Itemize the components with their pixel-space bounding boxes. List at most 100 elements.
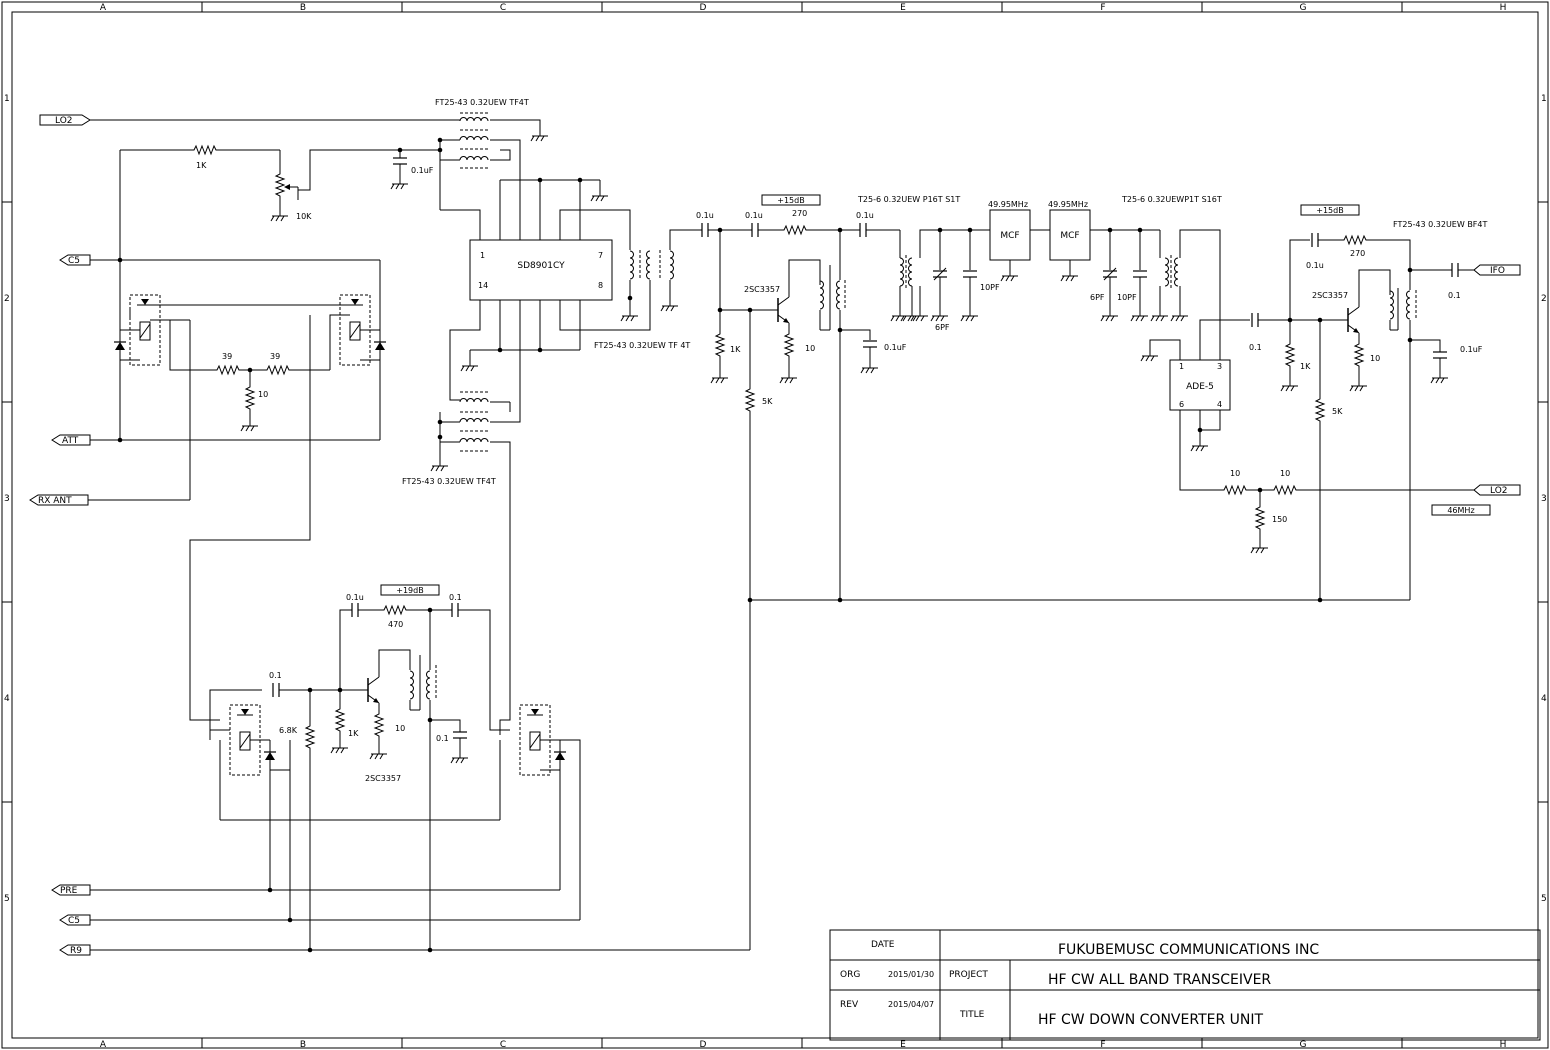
grid-col-d-bottom: D <box>700 1040 707 1050</box>
res-150-label: 150 <box>1272 515 1287 524</box>
transformer-bf4t-label: FT25-43 0.32UEW BF4T <box>1393 220 1487 229</box>
mixer-pin-8: 8 <box>598 281 603 290</box>
res-1k-r-label: 1K <box>1300 362 1311 371</box>
title-block-title-value: HF CW DOWN CONVERTER UNIT <box>1038 1012 1263 1028</box>
port-lo2-left-label: LO2 <box>55 116 73 126</box>
cap-01u-a-label: 0.1u <box>696 211 714 220</box>
mcf2-freq-label: 49.95MHz <box>1048 200 1088 209</box>
title-block-rev-label: REV <box>840 1000 859 1010</box>
res-470-label: 470 <box>388 620 403 629</box>
res-1k-mid-label: 1K <box>730 345 741 354</box>
gain-tag-mid: +15dB <box>761 194 821 206</box>
cap-01-pre-in-label: 0.1 <box>269 671 282 680</box>
gain-tag-right-label: +15dB <box>1316 206 1343 215</box>
preamp-section: 0.1 6.8K 1K 0.1u 470 0.1 2 <box>209 593 581 953</box>
mixer-ic-name: SD8901CY <box>517 261 565 271</box>
grid-row-1-right: 1 <box>1541 94 1547 104</box>
port-att-label: ATT <box>62 436 79 446</box>
grid-row-2-right: 2 <box>1541 294 1547 304</box>
transformer-tf-4t-mid: FT25-43 0.32UEW TF 4T <box>594 229 690 350</box>
mixer-pin-1: 1 <box>480 251 485 260</box>
gain-tag-preamp: +19dB <box>380 584 440 596</box>
supply-bus-r9 <box>747 597 1410 603</box>
mcf1-freq-label: 49.95MHz <box>988 200 1028 209</box>
mixer-pin-7: 7 <box>598 251 603 260</box>
res-10-pad-a-label: 10 <box>1230 469 1240 478</box>
cap-10pf-b-label: 10PF <box>1117 293 1137 302</box>
res-5k-r-label: 5K <box>1332 407 1343 416</box>
cap-01uf-top-label: 0.1uF <box>411 166 434 175</box>
transformer-tf-4t-mid-label: FT25-43 0.32UEW TF 4T <box>594 341 690 350</box>
grid-row-4: 4 <box>4 694 10 704</box>
res-270-r-label: 270 <box>1350 249 1365 258</box>
port-pre: PRE <box>51 884 560 896</box>
title-block-project-value: HF CW ALL BAND TRANSCEIVER <box>1048 972 1271 988</box>
port-c5-bottom: C5 <box>59 914 580 926</box>
title-block-org-date: 2015/01/30 <box>888 970 934 979</box>
grid-col-a-bottom: A <box>100 1040 107 1050</box>
transformer-tf4t-top-label: FT25-43 0.32UEW TF4T <box>435 98 529 107</box>
port-r9-label: R9 <box>70 946 82 956</box>
freq-tag-46mhz: 46MHz <box>1431 504 1491 516</box>
grid-col-e-bottom: E <box>900 1040 906 1050</box>
post-mixer-amp: 0.1u 0.1u 270 0.1u 1K 2SC3357 10 5K <box>690 209 907 950</box>
cap-01-ade-label: 0.1 <box>1249 343 1262 352</box>
title-block: DATE FUKUBEMUSC COMMUNICATIONS INC ORG 2… <box>829 929 1541 1041</box>
cap-10pf-a-label: 10PF <box>980 283 1000 292</box>
title-block-rev-date: 2015/04/07 <box>888 1000 934 1009</box>
port-att: ATT <box>51 434 380 446</box>
res-10-att-label: 10 <box>258 390 268 399</box>
title-block-company: FUKUBEMUSC COMMUNICATIONS INC <box>1058 942 1319 958</box>
pot-10k-label: 10K <box>296 212 312 221</box>
cap-01-pre-dec-label: 0.1 <box>436 734 449 743</box>
mixer-pin-14: 14 <box>478 281 488 290</box>
res-68k-label: 6.8K <box>279 726 298 735</box>
transformer-tf4t-bottom: FT25-43 0.32UEW TF4T <box>402 391 521 735</box>
freq-tag-46mhz-label: 46MHz <box>1447 506 1474 515</box>
port-lo2-left: LO2 <box>39 114 460 126</box>
port-rx-ant-label: RX ANT <box>38 496 72 506</box>
title-block-project-label: PROJECT <box>949 970 988 980</box>
port-lo2-right-label: LO2 <box>1490 486 1508 496</box>
ade5-pin-1: 1 <box>1179 362 1184 371</box>
grid-col-h-bottom: H <box>1500 1040 1507 1050</box>
grid-col-c-bottom: C <box>500 1040 506 1050</box>
ade5-pin-3: 3 <box>1217 362 1222 371</box>
cap-6pf-a-label: 6PF <box>935 323 950 332</box>
gain-tag-right: +15dB <box>1300 204 1360 216</box>
grid-col-b: B <box>300 3 306 13</box>
cap-01-pre-out-label: 0.1 <box>449 593 462 602</box>
transformer-tf4t-top: FT25-43 0.32UEW TF4T <box>435 98 549 210</box>
grid-col-f: F <box>1100 3 1105 13</box>
grid-col-e: E <box>900 3 906 13</box>
grid-col-f-bottom: F <box>1100 1040 1105 1050</box>
attenuator-section <box>113 145 440 721</box>
grid-row-3: 3 <box>4 494 10 504</box>
ade5-name: ADE-5 <box>1186 382 1214 392</box>
grid-row-1: 1 <box>4 94 10 104</box>
mcf-filter-section: T25-6 0.32UEW P16T S1T 6PF 10PF MCF 49.9… <box>857 195 1222 360</box>
res-1k-top-label: 1K <box>196 161 207 170</box>
transformer-tf4t-bottom-label: FT25-43 0.32UEW TF4T <box>402 477 496 486</box>
port-ifo: IFO <box>1473 264 1521 276</box>
res-270-mid-label: 270 <box>792 209 807 218</box>
port-c5-top-label: C5 <box>68 256 80 266</box>
transformer-t25-p1-label: T25-6 0.32UEWP1T S16T <box>1121 195 1222 204</box>
port-ifo-label: IFO <box>1490 266 1505 276</box>
gain-tag-preamp-label: +19dB <box>396 586 423 595</box>
cap-01u-r-label: 0.1u <box>1306 261 1324 270</box>
port-c5-top: C5 <box>59 254 380 266</box>
grid-row-2: 2 <box>4 294 10 304</box>
transistor-q1-label: 2SC3357 <box>744 285 780 294</box>
transistor-q3-label: 2SC3357 <box>1312 291 1348 300</box>
port-c5-bottom-label: C5 <box>68 916 80 926</box>
grid-col-c: C <box>500 3 506 13</box>
grid-col-g-bottom: G <box>1300 1040 1307 1050</box>
cap-01u-c-label: 0.1u <box>856 211 874 220</box>
title-block-org-label: ORG <box>840 970 860 980</box>
res-10-mid-label: 10 <box>805 344 815 353</box>
port-r9: R9 <box>59 944 750 956</box>
grid-col-g: G <box>1300 3 1307 13</box>
cap-01uf-r-label: 0.1uF <box>1460 345 1483 354</box>
